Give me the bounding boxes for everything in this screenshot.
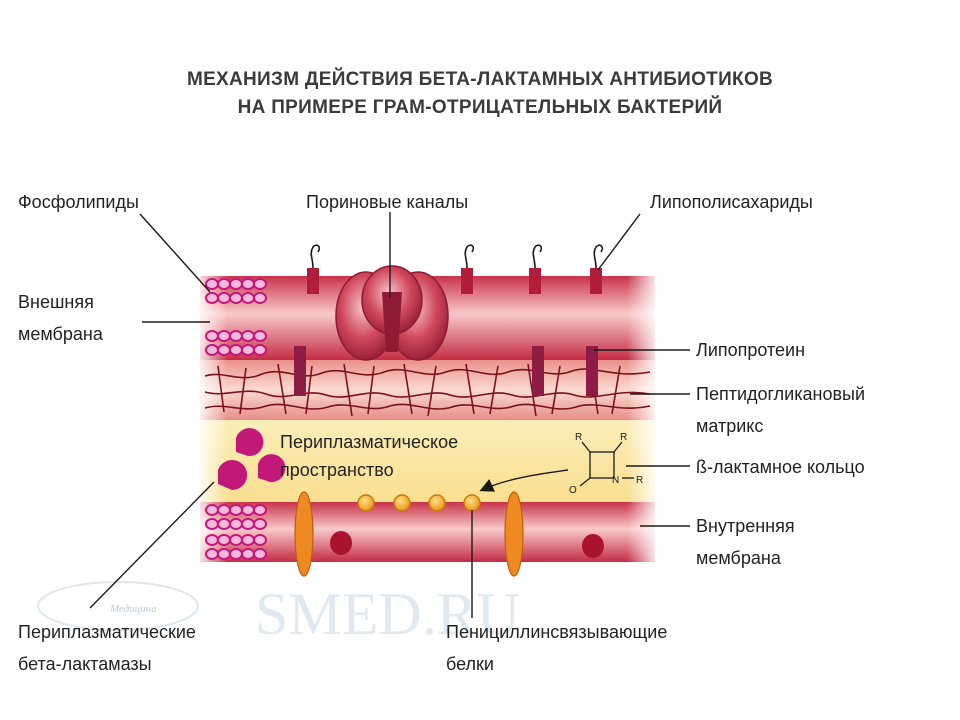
label-peptidoglycan-2: матрикс — [696, 416, 763, 436]
chem-o: O — [569, 485, 577, 496]
label-inner-membrane-1: Внутренняя — [696, 516, 795, 536]
right-edge-fade — [627, 276, 655, 562]
arrow-beta-lactam — [479, 469, 569, 492]
inner-membrane-band — [200, 502, 655, 562]
label-lipopolysaccharides: Липополисахариды — [650, 192, 813, 212]
chem-r1: R — [575, 432, 582, 443]
label-periplasm-2: пространство — [280, 460, 394, 480]
leader-phospholipids — [139, 213, 211, 293]
peptidoglycan-mesh — [204, 363, 651, 417]
label-inner-membrane-2: мембрана — [696, 548, 782, 568]
label-lipoprotein: Липопротеин — [696, 340, 805, 360]
chem-n: N — [612, 475, 619, 486]
label-beta-lactamases-2: бета-лактамазы — [18, 654, 152, 674]
label-pbp-1: Пенициллинсвязывающие — [446, 622, 667, 642]
label-outer-membrane-1: Внешняя — [18, 292, 94, 312]
watermark: Медицина SMED.RU — [37, 581, 520, 647]
label-outer-membrane-2: мембрана — [18, 324, 104, 344]
porin-channel — [335, 265, 449, 361]
beta-lactam-ring-structure — [579, 441, 634, 487]
penicillin-binding-proteins — [357, 494, 481, 512]
lipopolysaccharide-anchors — [307, 244, 604, 294]
inner-membrane-proteins — [294, 491, 604, 577]
phospholipid-layer-inner — [205, 504, 267, 560]
title-line-1: МЕХАНИЗМ ДЕЙСТВИЯ БЕТА-ЛАКТАМНЫХ АНТИБИО… — [187, 68, 773, 90]
leader-beta-lactamases — [89, 481, 215, 609]
label-phospholipids: Фосфолипиды — [18, 192, 139, 212]
label-peptidoglycan-1: Пептидогликановый — [696, 384, 865, 404]
title-line-2: НА ПРИМЕРЕ ГРАМ-ОТРИЦАТЕЛЬНЫХ БАКТЕРИЙ — [238, 96, 723, 118]
label-beta-lactam-ring: ß-лактамное кольцо — [696, 457, 865, 477]
label-pbp-2: белки — [446, 654, 494, 674]
watermark-brand: SMED.RU — [255, 581, 520, 647]
chem-r3: R — [636, 475, 643, 486]
label-periplasm-1: Периплазматическое — [280, 432, 458, 452]
watermark-caption: Медицина — [109, 603, 157, 615]
leader-lipopolysaccharides — [597, 213, 641, 271]
label-porin-channels: Пориновые каналы — [306, 192, 468, 212]
label-beta-lactamases-1: Периплазматические — [18, 622, 196, 642]
chem-r2: R — [620, 432, 627, 443]
lipoproteins — [294, 346, 598, 396]
phospholipid-layer-outer — [205, 278, 267, 356]
beta-lactamase-enzymes — [218, 428, 286, 491]
